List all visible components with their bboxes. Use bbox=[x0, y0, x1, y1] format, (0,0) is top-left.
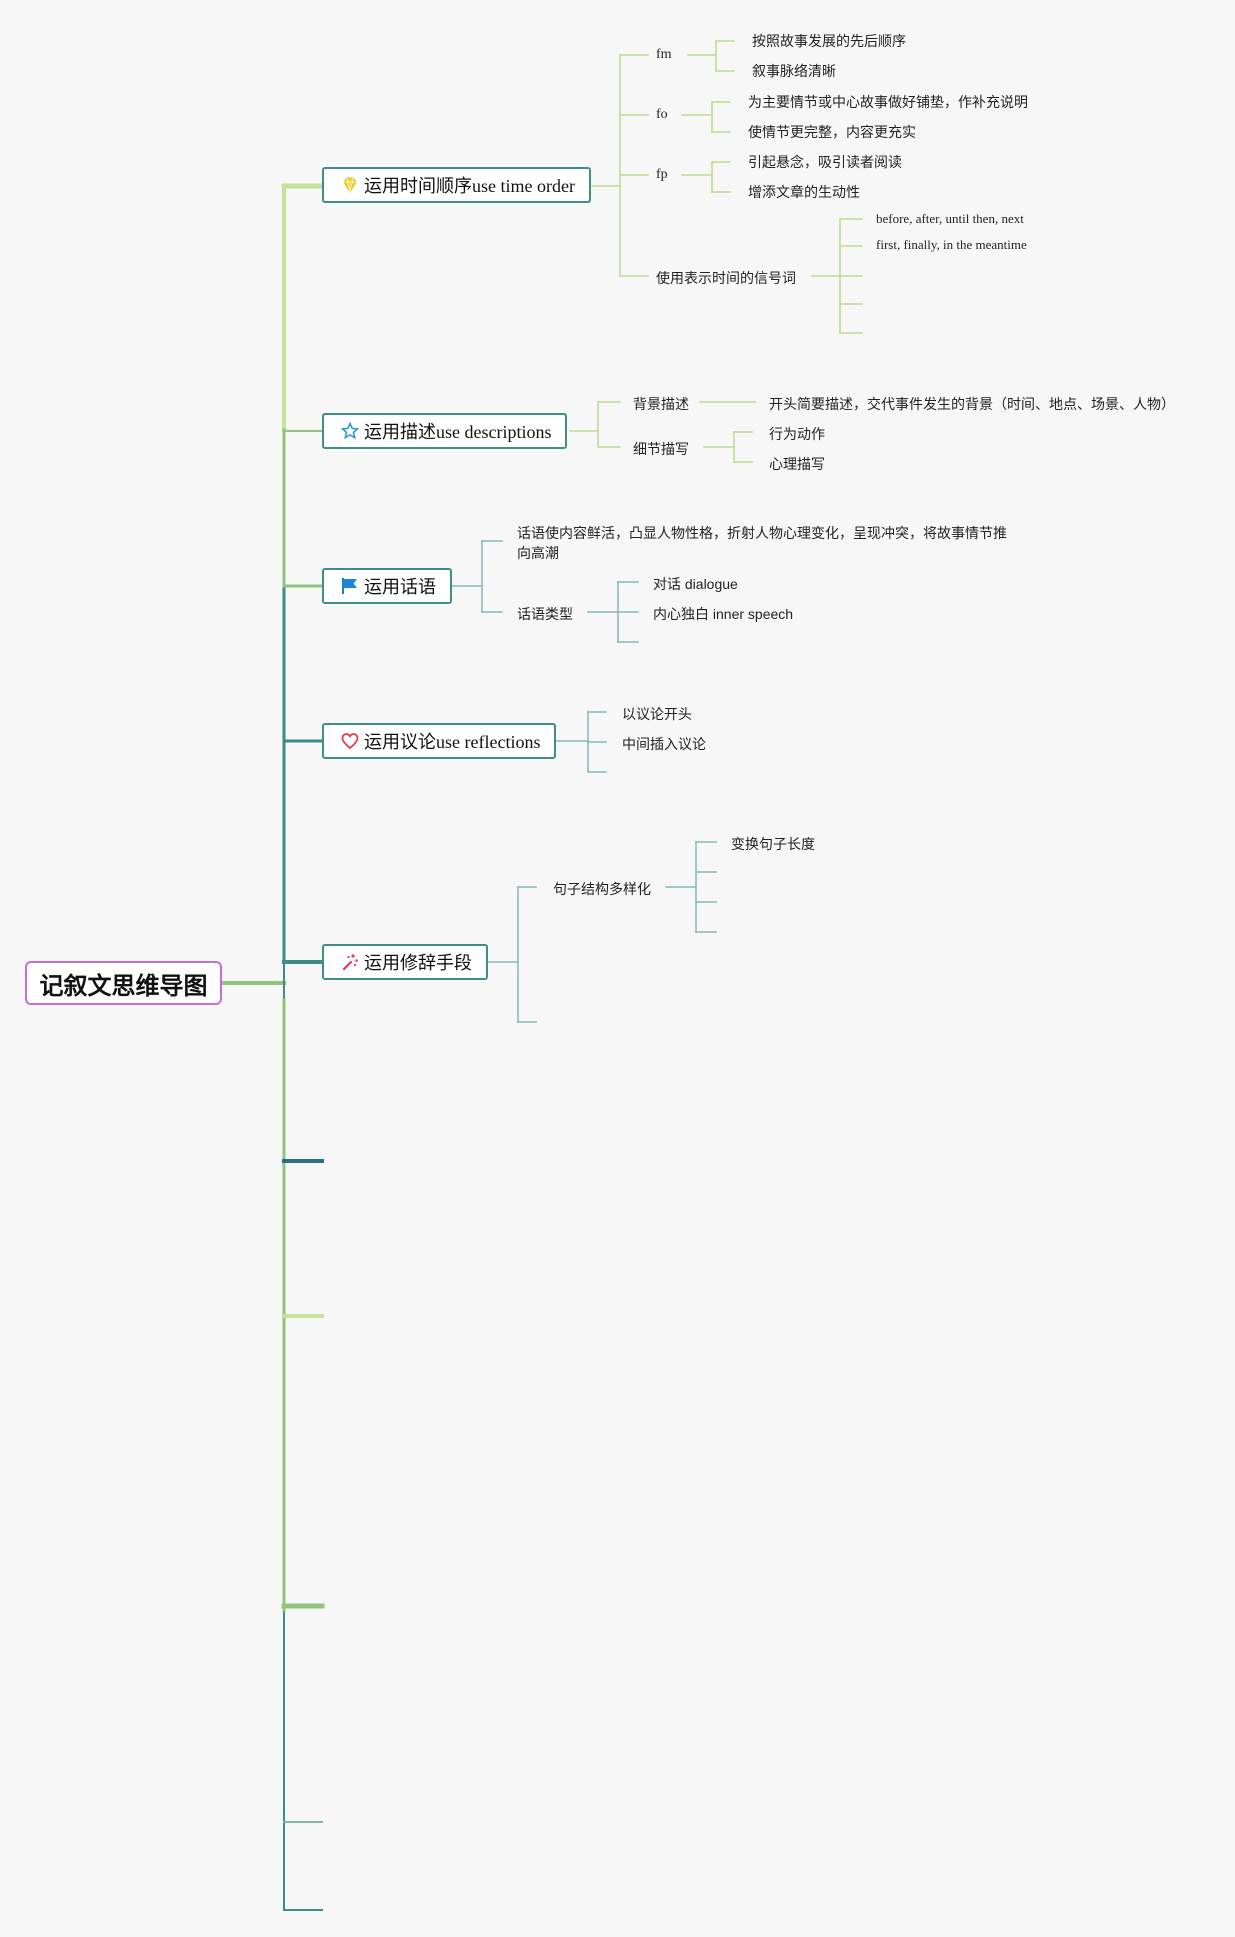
subtopic-signal-words[interactable]: 使用表示时间的信号词 bbox=[656, 270, 796, 286]
subtopic-reflection-middle[interactable]: 中间插入议论 bbox=[622, 736, 706, 752]
topic-reflections[interactable]: 运用议论use reflections bbox=[322, 723, 557, 759]
leaf-text[interactable]: 增添文章的生动性 bbox=[748, 184, 860, 200]
topic-label: 运用话语 bbox=[364, 577, 436, 597]
heart-icon bbox=[340, 731, 360, 751]
leaf-text[interactable]: 使情节更完整，内容更充实 bbox=[748, 124, 916, 140]
leaf-text[interactable]: 内心独白 inner speech bbox=[653, 606, 794, 622]
leaf-text[interactable]: 引起悬念，吸引读者阅读 bbox=[748, 154, 902, 170]
leaf-text[interactable]: before, after, until then, next bbox=[876, 211, 1024, 226]
topic-time-order[interactable]: 运用时间顺序use time order bbox=[322, 167, 591, 203]
leaf-text[interactable]: 变换句子长度 bbox=[731, 836, 815, 852]
star-icon bbox=[340, 421, 360, 441]
topic-speech[interactable]: 运用话语 bbox=[322, 568, 452, 604]
leaf-text[interactable]: 为主要情节或中心故事做好铺垫，作补充说明 bbox=[748, 94, 1028, 110]
flag-icon bbox=[340, 576, 360, 596]
subtopic-detail[interactable]: 细节描写 bbox=[633, 441, 689, 457]
subtopic-fp[interactable]: fp bbox=[656, 167, 668, 182]
leaf-text[interactable]: 按照故事发展的先后顺序 bbox=[752, 33, 906, 49]
subtopic-speech-types[interactable]: 话语类型 bbox=[517, 606, 573, 622]
leaf-text[interactable]: 开头简要描述，交代事件发生的背景（时间、地点、场景、人物） bbox=[769, 396, 1175, 412]
topic-label: 运用时间顺序use time order bbox=[364, 176, 575, 196]
root-label: 记叙文思维导图 bbox=[39, 972, 208, 1000]
subtopic-reflection-opening[interactable]: 以议论开头 bbox=[622, 706, 692, 722]
diamond-icon bbox=[340, 175, 360, 195]
subtopic-background[interactable]: 背景描述 bbox=[633, 396, 689, 412]
leaf-text[interactable]: 叙事脉络清晰 bbox=[752, 63, 836, 79]
topic-label: 运用描述use descriptions bbox=[364, 422, 552, 442]
leaf-text[interactable]: first, finally, in the meantime bbox=[876, 237, 1027, 252]
leaf-text[interactable]: 心理描写 bbox=[769, 456, 825, 472]
sparkle-icon bbox=[340, 952, 360, 972]
subtopic-fm[interactable]: fm bbox=[656, 47, 672, 62]
topic-rhetoric[interactable]: 运用修辞手段 bbox=[322, 944, 488, 980]
topic-label: 运用修辞手段 bbox=[364, 953, 472, 973]
topic-label: 运用议论use reflections bbox=[364, 732, 541, 752]
root-node[interactable]: 记叙文思维导图 bbox=[25, 961, 222, 1005]
leaf-text[interactable]: 对话 dialogue bbox=[653, 576, 738, 592]
subtopic-speech-effect[interactable]: 话语使内容鲜活，凸显人物性格，折射人物心理变化，呈现冲突，将故事情节推向高潮 bbox=[517, 525, 1007, 561]
leaf-text[interactable]: 行为动作 bbox=[769, 426, 825, 442]
topic-descriptions[interactable]: 运用描述use descriptions bbox=[322, 413, 568, 449]
subtopic-fo[interactable]: fo bbox=[656, 107, 668, 122]
subtopic-sentence-variety[interactable]: 句子结构多样化 bbox=[553, 881, 651, 897]
